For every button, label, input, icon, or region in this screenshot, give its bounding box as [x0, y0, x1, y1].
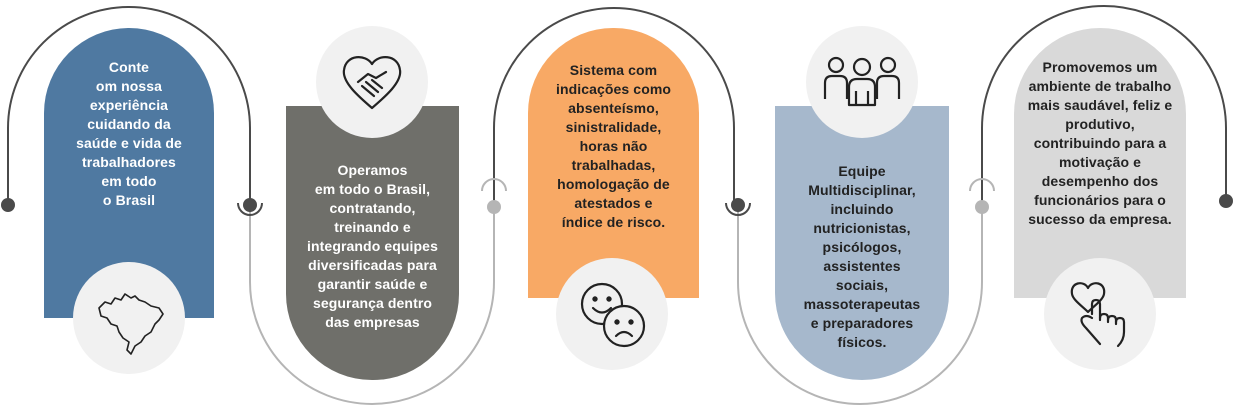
icon-circle-5	[1044, 258, 1156, 370]
step-card-1: Conte om nossa experiência cuidando da s…	[44, 28, 214, 318]
connector-dot	[487, 200, 501, 214]
step-card-2: Operamos em todo o Brasil, contratando, …	[286, 106, 459, 380]
icon-circle-3	[556, 258, 668, 370]
step-text-1: Conte om nossa experiência cuidando da s…	[76, 59, 182, 208]
step-card-3: Sistema com indicações como absenteísmo,…	[528, 28, 699, 298]
connector-dot	[1, 198, 15, 212]
brazil-map-icon	[98, 293, 164, 355]
connector-dot	[1219, 194, 1233, 208]
step-card-4: Equipe Multidisciplinar, incluindo nutri…	[775, 106, 949, 380]
happy-sad-faces-icon	[580, 282, 646, 348]
icon-circle-2	[316, 26, 428, 138]
step-text-5: Promovemos um ambiente de trabalho mais …	[1027, 59, 1173, 227]
step-text-2: Operamos em todo o Brasil, contratando, …	[307, 162, 438, 330]
handshake-heart-icon	[342, 56, 402, 110]
hand-touch-heart-icon	[1070, 282, 1126, 348]
icon-circle-1	[73, 262, 185, 374]
connector-dot	[731, 198, 745, 212]
team-people-icon	[823, 56, 901, 107]
step-card-5: Promovemos um ambiente de trabalho mais …	[1014, 28, 1186, 298]
step-text-3: Sistema com indicações como absenteísmo,…	[555, 62, 672, 230]
connector-dot	[975, 200, 989, 214]
icon-circle-4	[806, 26, 918, 138]
connector-dot	[243, 198, 257, 212]
step-text-4: Equipe Multidisciplinar, incluindo nutri…	[803, 163, 921, 350]
